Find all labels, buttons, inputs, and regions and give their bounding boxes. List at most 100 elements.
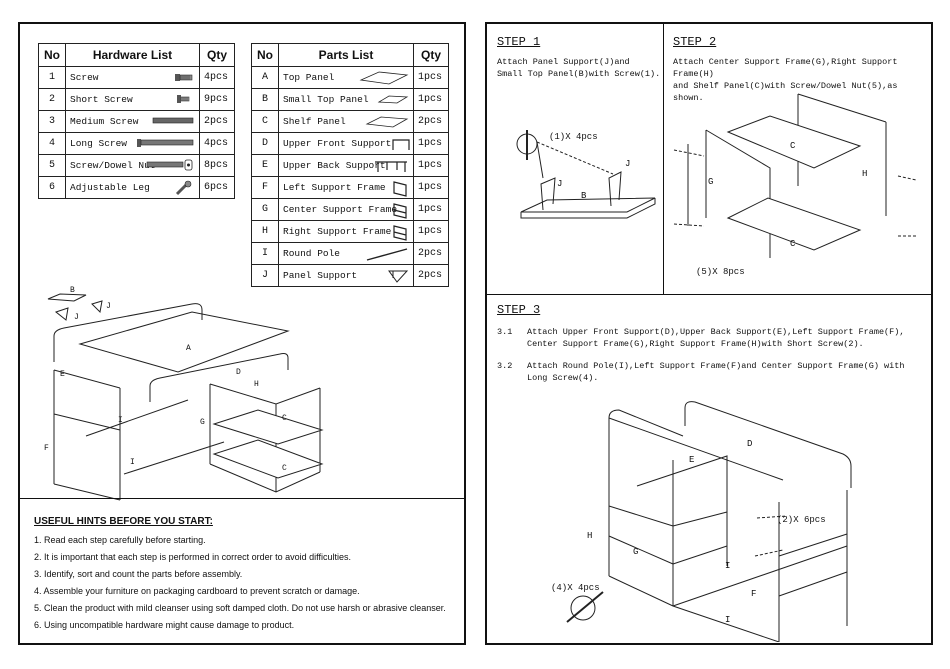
step1-instructions: Attach Panel Support(J)and Small Top Pan… — [497, 56, 660, 80]
step3-item-num: 3.2 — [497, 361, 513, 371]
long-screw-icon — [137, 139, 194, 147]
part-name: Top Panel — [283, 72, 335, 83]
step3-label-f: F — [751, 589, 756, 599]
part-name: Right Support Frame — [283, 226, 392, 237]
table-row: 3 Medium Screw 2pcs — [38, 110, 235, 133]
left-page: No Hardware List Qty 1 Screw 4pcs 2 Shor… — [18, 22, 466, 645]
hardware-qty: 8pcs — [199, 154, 235, 177]
hardware-name: Screw/Dowel Nut — [70, 160, 156, 171]
table-row: E Upper Back Support 1pcs — [251, 154, 449, 177]
step3-label-i1: I — [725, 561, 730, 571]
panel-support-icon — [388, 270, 409, 283]
part-no: B — [251, 88, 279, 111]
step2-line: and Shelf Panel(C)with Screw/Dowel Nut(5… — [673, 81, 898, 103]
part-name: Panel Support — [283, 270, 358, 281]
label-g: G — [200, 418, 205, 427]
step3-instructions: 3.1 Attach Upper Front Support(D),Upper … — [497, 326, 904, 384]
table-row: F Left Support Frame 1pcs — [251, 176, 449, 199]
hint-item: 4. Assemble your furniture on packaging … — [34, 586, 360, 596]
part-name: Left Support Frame — [283, 182, 386, 193]
table-row: 1 Screw 4pcs — [38, 66, 235, 89]
part-no: D — [251, 132, 279, 155]
part-qty: 2pcs — [413, 242, 449, 265]
step2-label-h: H — [862, 169, 867, 179]
hint-item: 2. It is important that each step is per… — [34, 552, 351, 562]
part-qty: 1pcs — [413, 88, 449, 111]
left-frame-icon — [393, 181, 407, 197]
label-j1: J — [74, 313, 79, 322]
part-qty: 1pcs — [413, 176, 449, 199]
step1-label-b: B — [581, 191, 587, 201]
small-top-panel-icon — [377, 95, 409, 104]
parts-list-table: No Parts List Qty A Top Panel 1pcs B Sma… — [251, 43, 449, 287]
table-row: G Center Support Frame 1pcs — [251, 198, 449, 221]
step3-callout-4: (4)X 4pcs — [551, 583, 600, 593]
medium-screw-icon — [152, 117, 194, 124]
part-no: A — [251, 66, 279, 89]
hardware-no: 2 — [38, 88, 66, 111]
step2-label-c2: C — [790, 239, 796, 249]
step3-drawing: D E H G I F I (2)X 6pcs (4)X 4pcs — [551, 401, 852, 642]
step3-line: Attach Upper Front Support(D),Upper Back… — [527, 327, 905, 337]
part-qty: 2pcs — [413, 110, 449, 133]
hints-title: USEFUL HINTS BEFORE YOU START: — [34, 516, 213, 527]
part-qty: 1pcs — [413, 66, 449, 89]
table-row: J Panel Support 2pcs — [251, 264, 449, 287]
step3-label-d: D — [747, 439, 752, 449]
hint-item: 6. Using uncompatible hardware might cau… — [34, 620, 295, 630]
part-no: H — [251, 220, 279, 243]
label-d: D — [236, 368, 241, 377]
label-e: E — [60, 370, 65, 379]
hardware-qty: 4pcs — [199, 132, 235, 155]
step1-line: Small Top Panel(B)with Screw(1). — [497, 69, 661, 79]
step1-title: STEP 1 — [497, 35, 541, 49]
step3-line: Attach Round Pole(I),Left Support Frame(… — [527, 361, 905, 371]
step3-callout-2: (2)X 6pcs — [777, 515, 826, 525]
hardware-name: Screw — [70, 72, 99, 83]
step3-line: Center Support Frame(G),Right Support Fr… — [527, 339, 864, 349]
step3-item: 3.2 Attach Round Pole(I),Left Support Fr… — [497, 360, 904, 384]
table-row: 2 Short Screw 9pcs — [38, 88, 235, 111]
table-row: C Shelf Panel 2pcs — [251, 110, 449, 133]
hardware-header-name: Hardware List — [65, 43, 200, 67]
step3-item-num: 3.1 — [497, 327, 513, 337]
hardware-no: 3 — [38, 110, 66, 133]
part-qty: 2pcs — [413, 264, 449, 287]
step1-label-j1: J — [557, 179, 562, 189]
parts-header-qty: Qty — [413, 43, 449, 67]
label-b: B — [70, 286, 75, 295]
hardware-header-qty: Qty — [199, 43, 235, 67]
dowel-nut-icon — [146, 159, 193, 171]
round-pole-icon — [366, 248, 408, 261]
step3-item: 3.1 Attach Upper Front Support(D),Upper … — [497, 326, 904, 350]
part-name: Upper Front Support — [283, 138, 392, 149]
table-row: H Right Support Frame 1pcs — [251, 220, 449, 243]
hardware-qty: 9pcs — [199, 88, 235, 111]
center-frame-icon — [393, 203, 407, 219]
step2-instructions: Attach Center Support Frame(G),Right Sup… — [673, 56, 931, 104]
table-row: 5 Screw/Dowel Nut 8pcs — [38, 154, 235, 177]
step2-label-c1: C — [790, 141, 796, 151]
part-name: Shelf Panel — [283, 116, 346, 127]
shelf-panel-icon — [365, 116, 409, 128]
hardware-no: 4 — [38, 132, 66, 155]
step3-title: STEP 3 — [497, 303, 541, 317]
part-no: E — [251, 154, 279, 177]
step1-drawing: (1)X 4pcs J J B — [516, 130, 656, 219]
part-no: C — [251, 110, 279, 133]
hardware-name: Adjustable Leg — [70, 182, 150, 193]
hints-divider — [20, 498, 464, 499]
step3-label-g: G — [633, 547, 638, 557]
part-qty: 1pcs — [413, 154, 449, 177]
label-i2: I — [130, 458, 135, 467]
hardware-table-header: No Hardware List Qty — [38, 43, 235, 67]
hint-item: 1. Read each step carefully before start… — [34, 535, 206, 545]
hardware-qty: 2pcs — [199, 110, 235, 133]
parts-header-name: Parts List — [278, 43, 414, 67]
part-name: Round Pole — [283, 248, 341, 259]
part-name: Upper Back Support — [283, 160, 386, 171]
step2-title: STEP 2 — [673, 35, 717, 49]
step2-line: Attach Center Support Frame(G),Right Sup… — [673, 57, 898, 79]
upper-front-support-icon — [392, 139, 410, 150]
label-c2: C — [282, 464, 287, 473]
